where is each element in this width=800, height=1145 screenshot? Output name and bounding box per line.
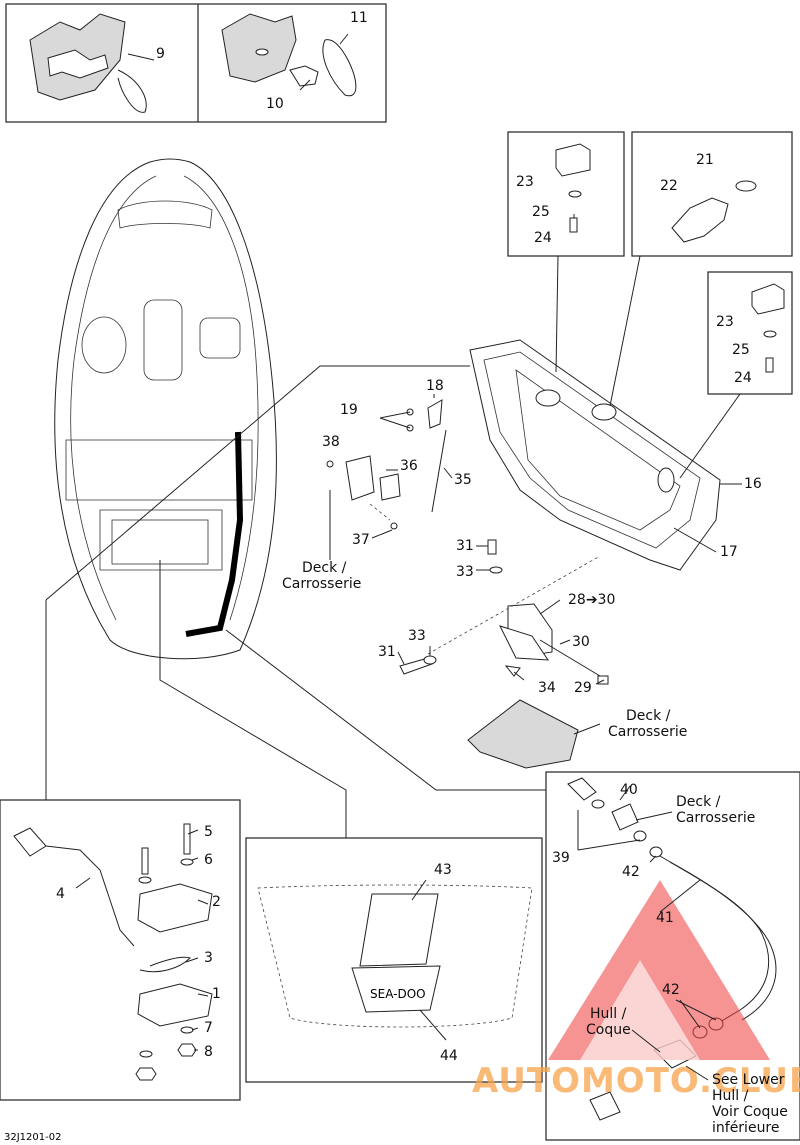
callout-39: 39 — [552, 850, 570, 866]
callout-40: 40 — [620, 782, 638, 798]
callout-11: 11 — [350, 10, 368, 26]
callout-43: 43 — [434, 862, 452, 878]
watermark-text: AUTOMOTO.CLUB — [472, 1061, 800, 1101]
callout-44: 44 — [440, 1048, 458, 1064]
callout-36: 36 — [400, 458, 418, 474]
inset-box-23-25-top — [507, 131, 625, 257]
lower-hull-line1: See Lower — [712, 1072, 785, 1088]
cable-end-part — [13, 827, 47, 857]
support-rod-assembly — [326, 399, 447, 530]
callout-24a: 24 — [534, 230, 552, 246]
callout-2: 2 — [212, 894, 221, 910]
callout-34: 34 — [538, 680, 556, 696]
callout-42a: 42 — [622, 864, 640, 880]
callout-4: 4 — [56, 886, 65, 902]
lower-hull-line2: Hull / — [712, 1088, 749, 1104]
callout-3: 3 — [204, 950, 213, 966]
hinge-assembly — [399, 539, 609, 769]
callout-16: 16 — [744, 476, 762, 492]
deck-panel-44 — [351, 965, 441, 1013]
callout-35: 35 — [454, 472, 472, 488]
callout-31b: 31 — [378, 644, 396, 660]
deck-panel-43 — [359, 893, 439, 967]
bracket-part — [47, 49, 109, 79]
callout-31a: 31 — [456, 538, 474, 554]
callout-41: 41 — [656, 910, 674, 926]
callout-25b: 25 — [732, 342, 750, 358]
deck-label-3-line1: Deck / — [676, 794, 721, 810]
screw-part — [289, 65, 319, 87]
callout-19: 19 — [340, 402, 358, 418]
lower-hull-line4: inférieure — [712, 1120, 780, 1136]
deck-label-1-line1: Deck / — [302, 560, 347, 576]
hull-label-line2: Coque — [586, 1022, 631, 1038]
callout-23a: 23 — [516, 174, 534, 190]
callout-18: 18 — [426, 378, 444, 394]
document-code: 32J1201-02 — [4, 1132, 61, 1143]
watermark: AUTOMOTO.CLUB — [472, 880, 800, 1101]
inset-box-23-25-right — [707, 271, 793, 395]
callout-28: 28➔30 — [568, 592, 615, 608]
callout-29: 29 — [574, 680, 592, 696]
deck-label-2-line1: Deck / — [626, 708, 671, 724]
plug-part — [671, 197, 729, 243]
callout-10: 10 — [266, 96, 284, 112]
callout-6: 6 — [204, 852, 213, 868]
deck-label-3-line2: Carrosserie — [676, 810, 755, 826]
callout-labels: 9 10 11 23 25 24 21 22 23 25 24 16 17 18… — [4, 10, 788, 1143]
callout-8: 8 — [204, 1044, 213, 1060]
callout-22: 22 — [660, 178, 678, 194]
inset-box-21-22 — [631, 131, 793, 257]
callout-33a: 33 — [456, 564, 474, 580]
lower-hull-line3: Voir Coque — [712, 1104, 788, 1120]
callout-30: 30 — [572, 634, 590, 650]
callout-23b: 23 — [716, 314, 734, 330]
callout-42b: 42 — [662, 982, 680, 998]
inset-box-43-44: SEA-DOO — [245, 837, 543, 1083]
callout-24b: 24 — [734, 370, 752, 386]
mount-part-1 — [137, 983, 213, 1027]
callout-38: 38 — [322, 434, 340, 450]
deck-section-part — [221, 13, 297, 83]
storage-bin-part — [469, 339, 721, 571]
mount-part-2 — [137, 883, 213, 933]
deck-label-2-line2: Carrosserie — [608, 724, 687, 740]
hull-label-line1: Hull / — [590, 1006, 627, 1022]
inset-box-9-11 — [5, 3, 387, 123]
watercraft-deck-outline — [54, 158, 277, 660]
deck-label-1-line2: Carrosserie — [282, 576, 361, 592]
callout-33b: 33 — [408, 628, 426, 644]
callout-21: 21 — [696, 152, 714, 168]
leader-lines — [45, 33, 742, 1081]
callout-7: 7 — [204, 1020, 213, 1036]
callout-5: 5 — [204, 824, 213, 840]
callout-9: 9 — [156, 46, 165, 62]
callout-1: 1 — [212, 986, 221, 1002]
inset-box-1-8 — [0, 799, 241, 1101]
callout-37: 37 — [352, 532, 370, 548]
callout-17: 17 — [720, 544, 738, 560]
brand-text: SEA-DOO — [370, 987, 426, 1001]
deck-section-part — [467, 699, 579, 769]
callout-25a: 25 — [532, 204, 550, 220]
